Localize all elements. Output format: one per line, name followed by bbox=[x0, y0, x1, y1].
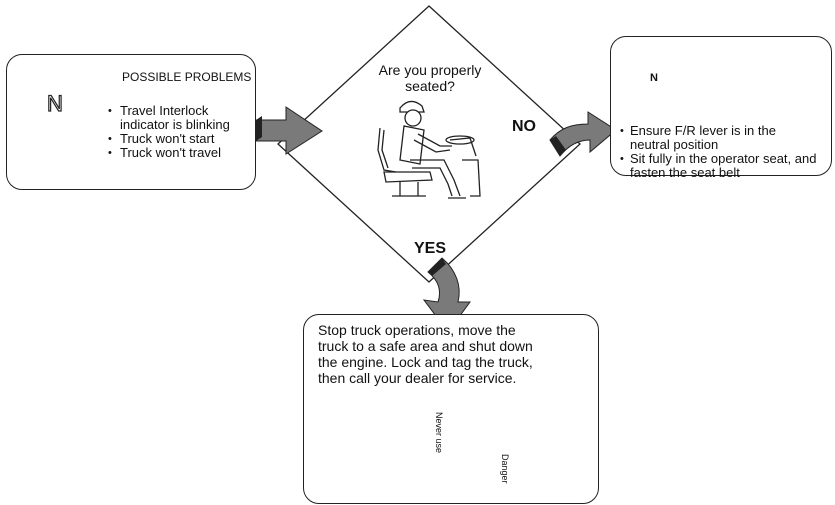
danger-tag-label: Danger bbox=[500, 454, 510, 484]
yes-action-text: Stop truck operations, move the truck to… bbox=[318, 322, 533, 386]
arrow-to-decision bbox=[255, 106, 323, 155]
yes-label: YES bbox=[414, 240, 447, 257]
arrow-no bbox=[549, 111, 617, 157]
possible-problems-title: POSSIBLE PROBLEMS bbox=[122, 70, 252, 84]
decision-diamond bbox=[277, 5, 581, 283]
arrow-yes bbox=[422, 257, 471, 333]
indicator-letter: N bbox=[46, 91, 63, 116]
yes-action-box bbox=[303, 314, 599, 504]
lever-letter: N bbox=[650, 72, 658, 84]
possible-problems-list: Travel Interlock indicator is blinking T… bbox=[108, 104, 248, 161]
no-action-list: Ensure F/R lever is in the neutral posit… bbox=[620, 124, 824, 180]
list-item: Ensure F/R lever is in the neutral posit… bbox=[620, 124, 824, 152]
never-use-tag-label: Never use bbox=[434, 412, 444, 454]
seated-operator-illustration bbox=[377, 100, 481, 199]
decision-question: Are you properly seated? bbox=[378, 62, 482, 94]
list-item: Truck won't start bbox=[108, 132, 248, 147]
list-item: Truck won't travel bbox=[108, 146, 248, 161]
no-label: NO bbox=[512, 118, 536, 135]
list-item: Travel Interlock indicator is blinking bbox=[108, 104, 248, 132]
list-item: Sit fully in the operator seat, and fast… bbox=[620, 152, 824, 180]
